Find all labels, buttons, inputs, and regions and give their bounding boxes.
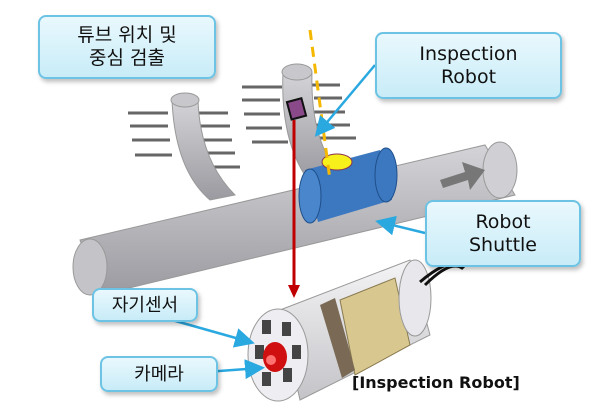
callout-line: Robot xyxy=(475,210,531,233)
robot-shuttle xyxy=(298,147,398,224)
magnetic-sensor-callout: 자기센서 xyxy=(92,288,198,322)
figure-caption: [Inspection Robot] xyxy=(352,373,520,392)
callout-line: 자기센서 xyxy=(111,294,179,316)
callout-line: 카메라 xyxy=(134,363,184,385)
robot-shuttle-callout: Robot Shuttle xyxy=(425,200,581,267)
camera-callout: 카메라 xyxy=(100,356,218,392)
inspection-robot-small xyxy=(285,97,308,121)
main-pipe-end-right xyxy=(482,141,518,199)
beam-arrow-head xyxy=(288,285,300,298)
callout-line: Shuttle xyxy=(468,233,537,256)
callout-line: 튜브 위치 및 xyxy=(77,24,177,46)
branch-pipe-right-opening xyxy=(281,63,313,81)
callout-line: 중심 검출 xyxy=(89,47,165,69)
inspection-robot-callout: Inspection Robot xyxy=(375,32,562,99)
inspection-robot-detail xyxy=(247,259,472,402)
main-pipe-end-left xyxy=(72,238,108,296)
direction-arrow-icon xyxy=(440,162,485,190)
path-line xyxy=(308,29,332,181)
tube-detection-callout: 튜브 위치 및 중심 검출 xyxy=(38,15,216,79)
callout-line: Robot xyxy=(440,65,497,88)
callout-line: Inspection xyxy=(419,42,518,65)
callout-arrows xyxy=(171,64,426,380)
branch-pipe-left-opening xyxy=(170,92,200,108)
branch-pipe-left xyxy=(171,99,237,201)
